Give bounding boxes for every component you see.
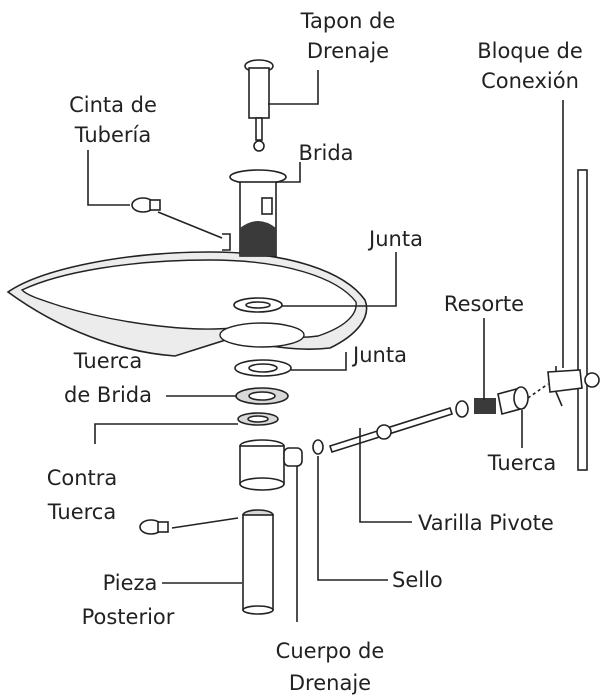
drain-body-part (239, 439, 303, 491)
label-tuerca: Tuerca (487, 451, 556, 475)
label-bloque-line2: Conexión (481, 69, 579, 93)
gasket-mid-part (234, 359, 292, 377)
flange-part (229, 169, 287, 257)
seal-part (312, 439, 324, 455)
label-tuerca-brida-line2: de Brida (64, 383, 152, 407)
label-junta-top: Junta (367, 227, 423, 251)
label-sello: Sello (392, 568, 443, 592)
pipe-tape-bottom-part (139, 517, 239, 535)
connection-block-part (527, 169, 600, 471)
pipe-tape-top-part (131, 197, 231, 251)
pivot-nut-part (497, 386, 529, 415)
label-cuerpo-line1: Cuerpo de (276, 639, 385, 663)
tailpiece-part (242, 509, 274, 615)
label-varilla: Varilla Pivote (418, 511, 554, 535)
label-brida: Brida (298, 141, 353, 165)
gasket-top-part (233, 297, 283, 313)
leader-lines (87, 70, 564, 622)
label-junta-mid: Junta (351, 343, 407, 367)
label-tapon-line2: Drenaje (307, 39, 389, 63)
label-pieza-line2: Posterior (82, 605, 175, 629)
label-contra-line2: Tuerca (47, 500, 116, 524)
labels: Tapon de Drenaje Bloque de Conexión Cint… (47, 9, 583, 695)
label-tapon-line1: Tapon de (300, 9, 396, 33)
lock-nut-part (237, 412, 279, 426)
drain-stopper-part (244, 59, 274, 152)
spring-part (455, 398, 496, 418)
label-pieza-line1: Pieza (103, 571, 158, 595)
label-tuerca-brida-line1: Tuerca (73, 349, 142, 373)
sink-basin (6, 251, 368, 357)
flange-nut-part (235, 387, 289, 405)
label-cinta-line2: Tubería (74, 123, 152, 147)
pivot-rod-part (328, 406, 454, 454)
label-cuerpo-line2: Drenaje (289, 671, 371, 695)
label-contra-line1: Contra (47, 466, 118, 490)
label-bloque-line1: Bloque de (477, 39, 583, 63)
label-cinta-line1: Cinta de (69, 93, 157, 117)
label-resorte: Resorte (444, 292, 524, 316)
